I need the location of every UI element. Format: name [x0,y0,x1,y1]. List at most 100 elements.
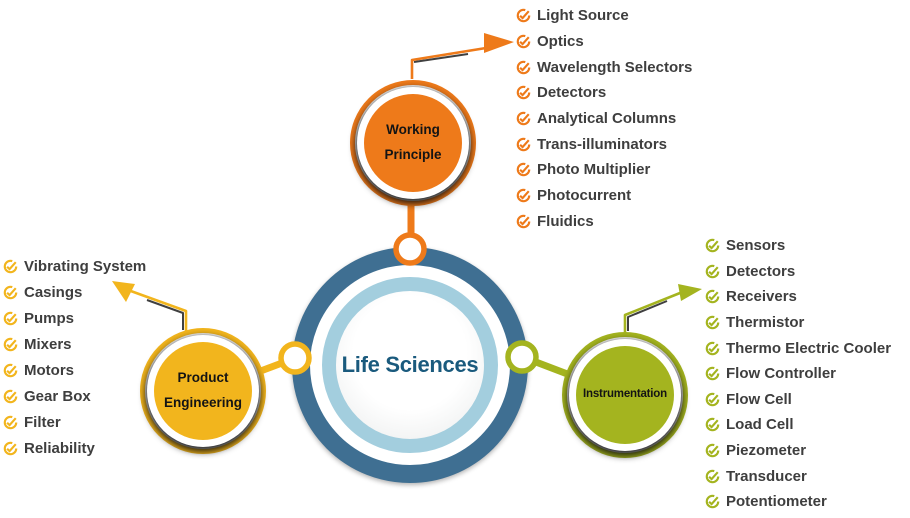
list-item: Photocurrent [516,183,692,209]
central-hub-inner-ring: Life Sciences [322,277,498,453]
list-item: Casings [3,279,146,305]
list-item: Pumps [3,305,146,331]
list-item-label: Potentiometer [726,493,827,511]
list-item: Detectors [705,259,891,285]
check-circle-icon [3,337,18,351]
list-item-label: Motors [24,361,74,379]
list-item-label: Filter [24,413,61,431]
list-item-label: Optics [537,33,584,51]
list-item: Reliability [3,435,146,461]
list-item-label: Thermo Electric Cooler [726,339,892,357]
list-item-label: Vibrating System [24,257,147,275]
product-engineering-label: Product Engineering [163,370,242,410]
check-circle-icon [3,259,18,273]
list-item: Thermo Electric Cooler [705,335,891,361]
check-circle-icon [516,111,531,126]
list-item-label: Flow Cell [726,390,792,408]
list-item-label: Flow Controller [726,365,836,383]
check-circle-icon [705,443,720,458]
list-item-label: Analytical Columns [537,110,677,128]
check-circle-icon [705,494,720,509]
list-item: Motors [3,357,146,383]
check-circle-icon [3,389,18,403]
check-circle-icon [705,469,720,483]
check-circle-icon [705,290,720,304]
list-item: Flow Cell [705,387,891,413]
check-circle-icon [516,188,531,203]
working-principle-circle: Working Principle [350,80,476,206]
list-item: Light Source [516,3,692,29]
product-engineering-arrow-shadow [146,299,184,330]
check-circle-icon [705,264,720,279]
list-item-label: Mixers [24,335,72,353]
list-item: Potentiometer [705,489,891,515]
working-principle-arrow [410,46,487,79]
list-item-label: Sensors [726,237,786,255]
list-item-label: Detectors [726,262,796,280]
list-item: Load Cell [705,412,891,438]
instrumentation-stalk [526,355,572,379]
check-circle-icon [705,341,720,355]
list-item: Fluidics [516,209,692,235]
product-engineering-circle-core: Product Engineering [154,342,252,440]
check-circle-icon [3,363,18,377]
central-hub: Life Sciences [292,247,528,483]
list-item: Gear Box [3,383,146,409]
instrumentation-arrow [623,291,681,333]
list-item: Wavelength Selectors [516,54,692,80]
instrumentation-arrowhead [678,284,702,301]
list-item-label: Casings [24,283,83,301]
list-item: Optics [516,29,692,55]
check-circle-icon [516,163,531,177]
working-principle-label: Working Principle [384,122,442,162]
check-circle-icon [705,418,720,432]
check-circle-icon [3,415,18,429]
list-item: Thermistor [705,310,891,336]
list-item: Vibrating System [3,253,146,279]
list-item-label: Gear Box [24,387,91,405]
check-circle-icon [3,285,18,299]
list-item: Mixers [3,331,146,357]
instrumentation-circle: Instrumentation [562,332,688,458]
list-item-label: Load Cell [726,416,794,434]
list-item-label: Photo Multiplier [537,161,651,179]
check-circle-icon [516,9,531,23]
instrumentation-label: Instrumentation [583,388,667,401]
list-item: Receivers [705,284,891,310]
list-item: Analytical Columns [516,106,692,132]
list-item: Flow Controller [705,361,891,387]
working-principle-arrowhead [484,33,514,53]
list-item: Trans-illuminators [516,131,692,157]
list-item: Detectors [516,80,692,106]
list-item-label: Wavelength Selectors [537,58,693,76]
list-item-label: Trans-illuminators [537,135,668,153]
hub-title: Life Sciences [341,352,479,377]
list-item-label: Thermistor [726,314,805,332]
list-item: Filter [3,409,146,435]
check-circle-icon [705,239,720,253]
instrumentation-arrow-shadow [627,300,668,331]
check-circle-icon [516,137,531,152]
check-circle-icon [705,392,720,407]
list-item-label: Piezometer [726,442,807,460]
check-circle-icon [3,311,18,325]
list-item: Transducer [705,463,891,489]
product-engineering-circle: Product Engineering [140,328,266,454]
list-item: Sensors [705,233,891,259]
product-engineering-list: Vibrating System Casings Pumps [3,253,146,461]
check-circle-icon [3,441,18,455]
list-item-label: Light Source [537,7,629,25]
list-item-label: Detectors [537,84,607,102]
list-item: Photo Multiplier [516,157,692,183]
check-circle-icon [705,315,720,330]
check-circle-icon [516,34,531,49]
check-circle-icon [516,86,531,100]
instrumentation-list: Sensors Detectors Receivers [705,233,891,515]
list-item-label: Pumps [24,309,75,327]
check-circle-icon [705,366,720,381]
list-item-label: Transducer [726,467,807,485]
list-item-label: Fluidics [537,212,594,230]
list-item-label: Reliability [24,439,95,457]
working-principle-list: Light Source Optics Wavelength Selectors [516,3,692,234]
